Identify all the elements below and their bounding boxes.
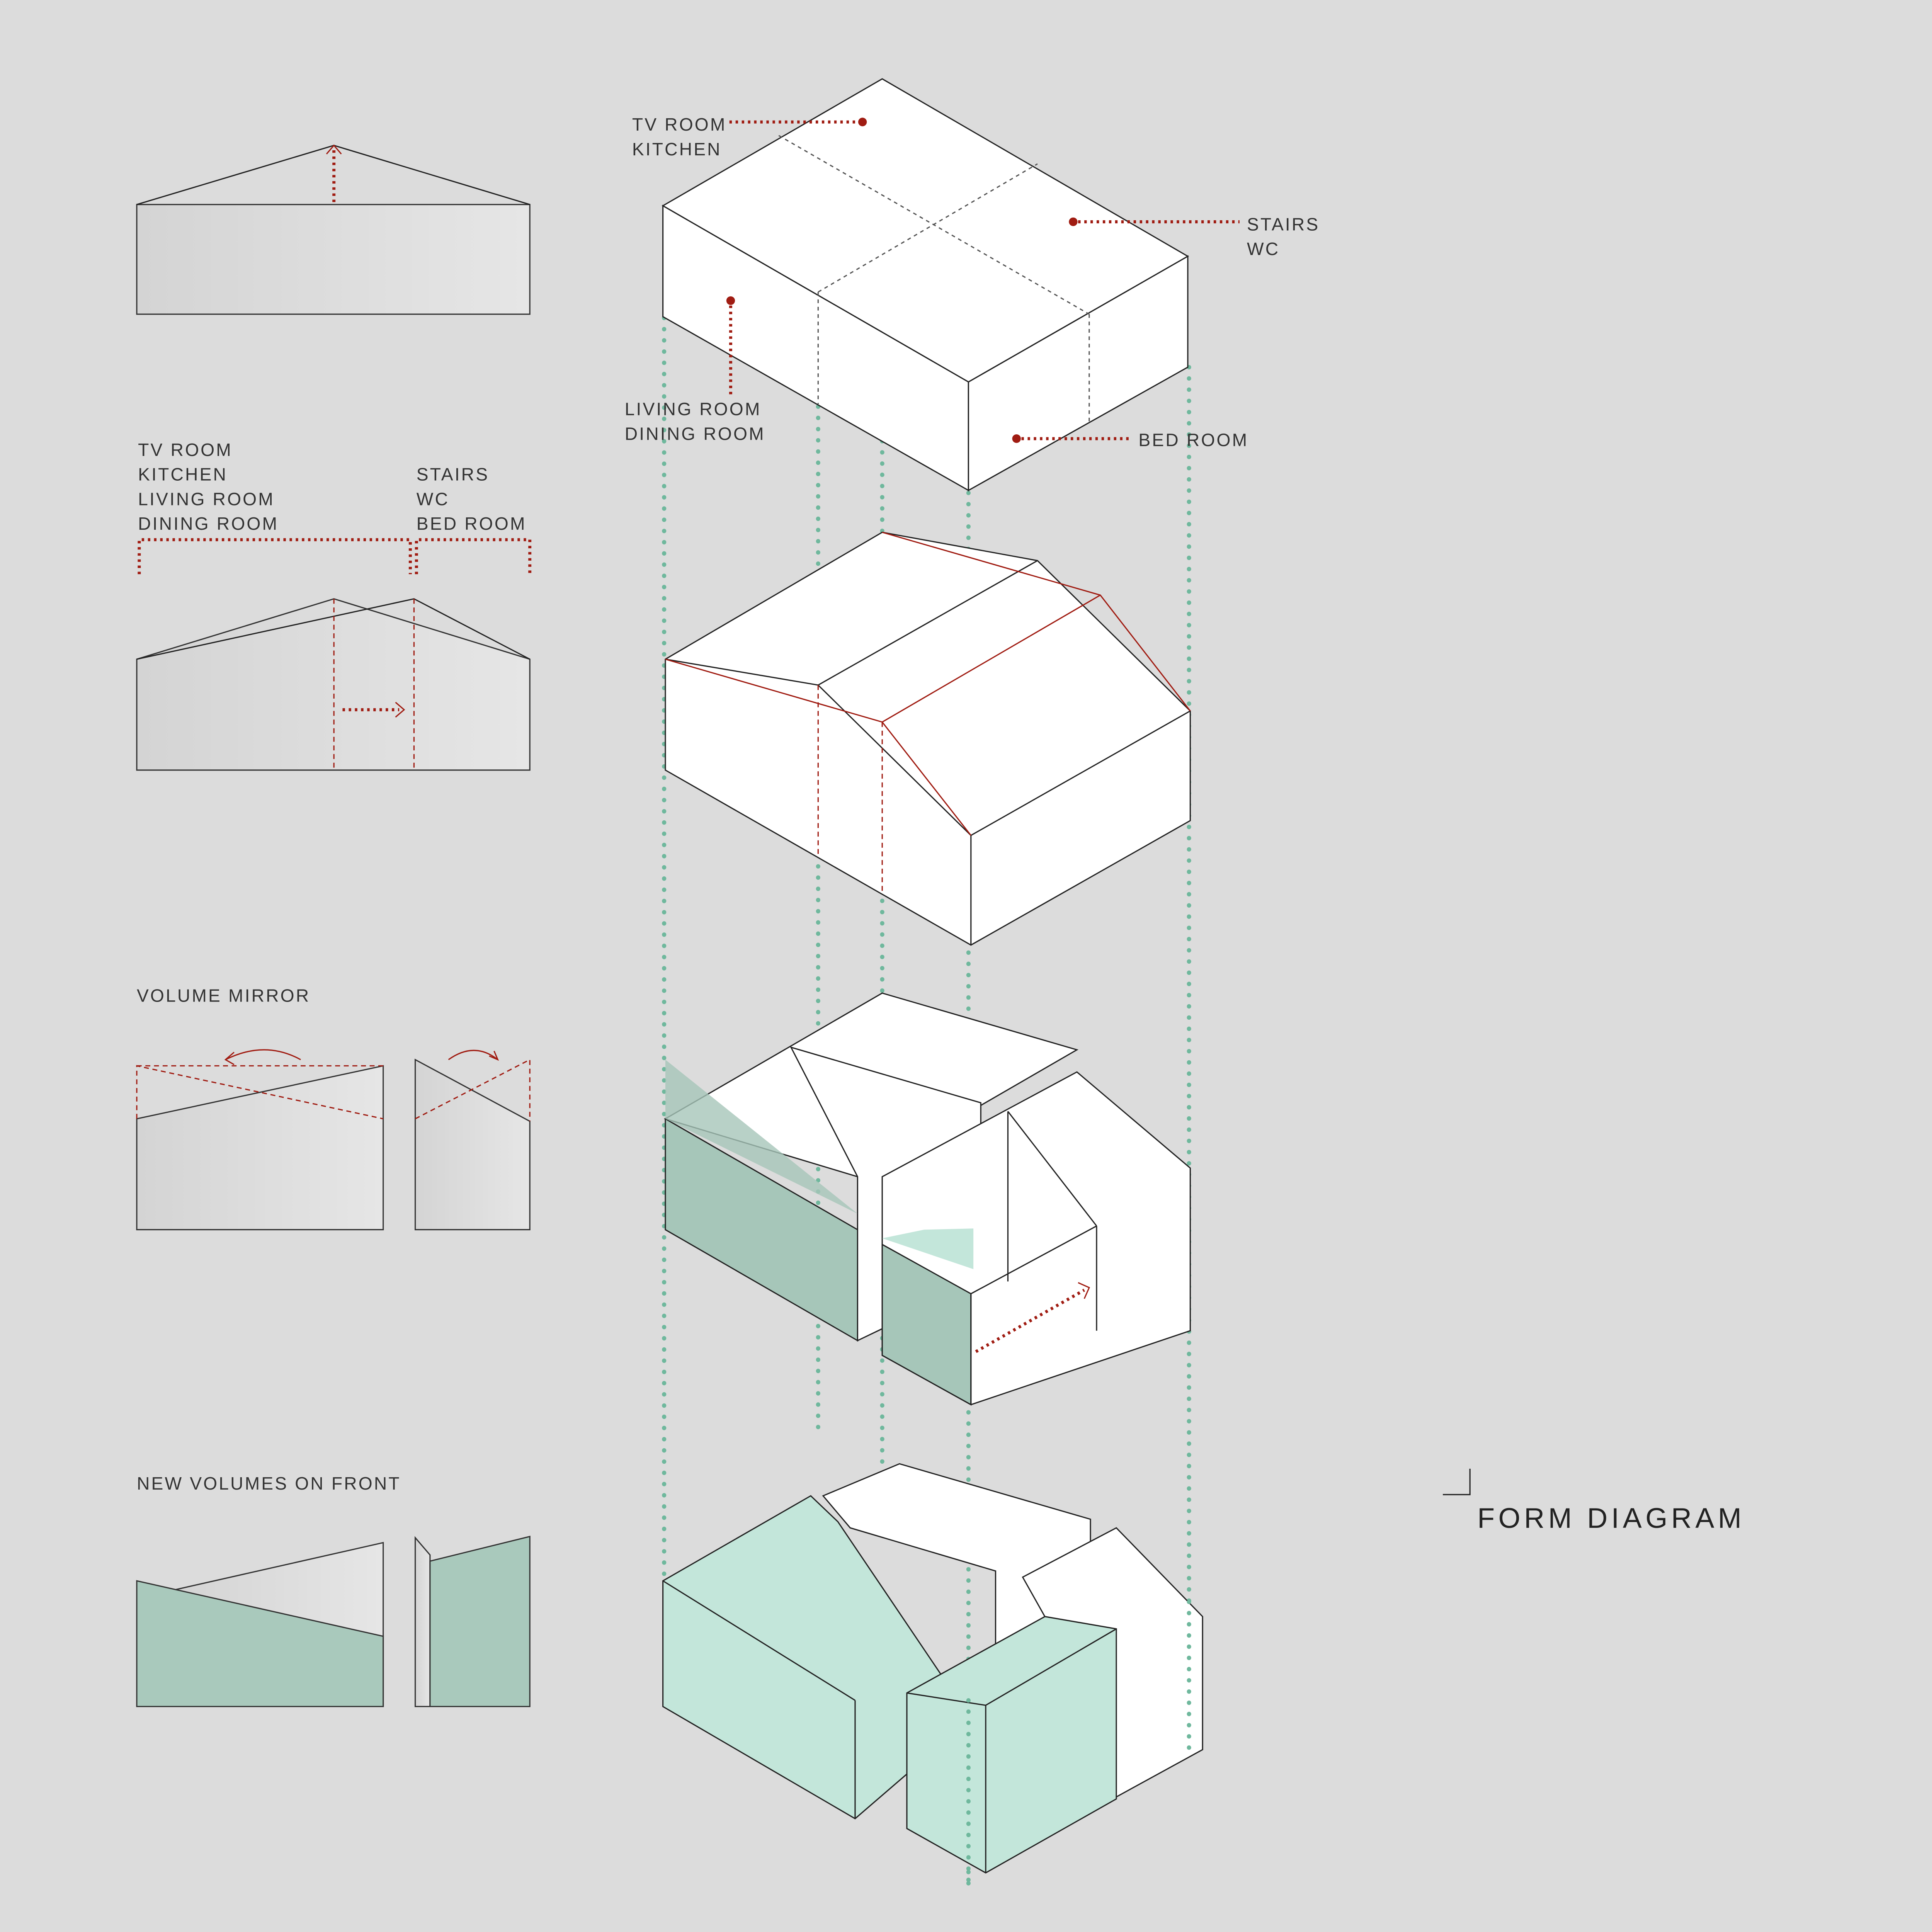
title-block: FORM DIAGRAM (1443, 1469, 1745, 1534)
axon-program: TV ROOM KITCHEN STAIRS WC LIVING ROOM DI… (625, 78, 1320, 492)
room-label: DINING ROOM (625, 423, 765, 444)
room-label: TV ROOM (632, 114, 727, 134)
zone-label: KITCHEN (138, 464, 228, 485)
axon-gable (665, 531, 1191, 946)
elevation-mirror: VOLUME MIRROR (136, 985, 531, 1230)
corner-mark-icon (1443, 1469, 1471, 1495)
elevation-original (136, 144, 531, 315)
zone-label: DINING ROOM (138, 514, 279, 534)
zone-labels: TV ROOM KITCHEN LIVING ROOM DINING ROOM … (138, 440, 532, 574)
step-label: VOLUME MIRROR (137, 985, 310, 1005)
zone-label: STAIRS (417, 464, 489, 485)
mirror-arrow-right-icon (448, 1049, 498, 1060)
room-label: BED ROOM (1138, 430, 1248, 450)
zone-label: WC (417, 489, 449, 509)
page-title: FORM DIAGRAM (1477, 1502, 1745, 1534)
axon-new-volumes (662, 1463, 1203, 1888)
zone-label: LIVING ROOM (138, 489, 275, 509)
step-label: NEW VOLUMES ON FRONT (137, 1473, 401, 1493)
elevation-new-volumes: NEW VOLUMES ON FRONT (136, 1473, 531, 1708)
elevation-split (136, 598, 531, 771)
zone-label: BED ROOM (417, 514, 527, 534)
room-label: LIVING ROOM (625, 399, 762, 419)
mirror-arrow-left-icon (225, 1049, 301, 1060)
room-label: STAIRS (1247, 214, 1320, 234)
room-label: WC (1247, 239, 1280, 259)
arrow-up-icon (326, 144, 342, 155)
arrow-diagonal-icon (1078, 1282, 1090, 1299)
zone-label: TV ROOM (138, 440, 233, 460)
axon-mirror (663, 992, 1191, 1406)
room-label: KITCHEN (632, 139, 722, 159)
arrow-right-icon (395, 702, 405, 718)
